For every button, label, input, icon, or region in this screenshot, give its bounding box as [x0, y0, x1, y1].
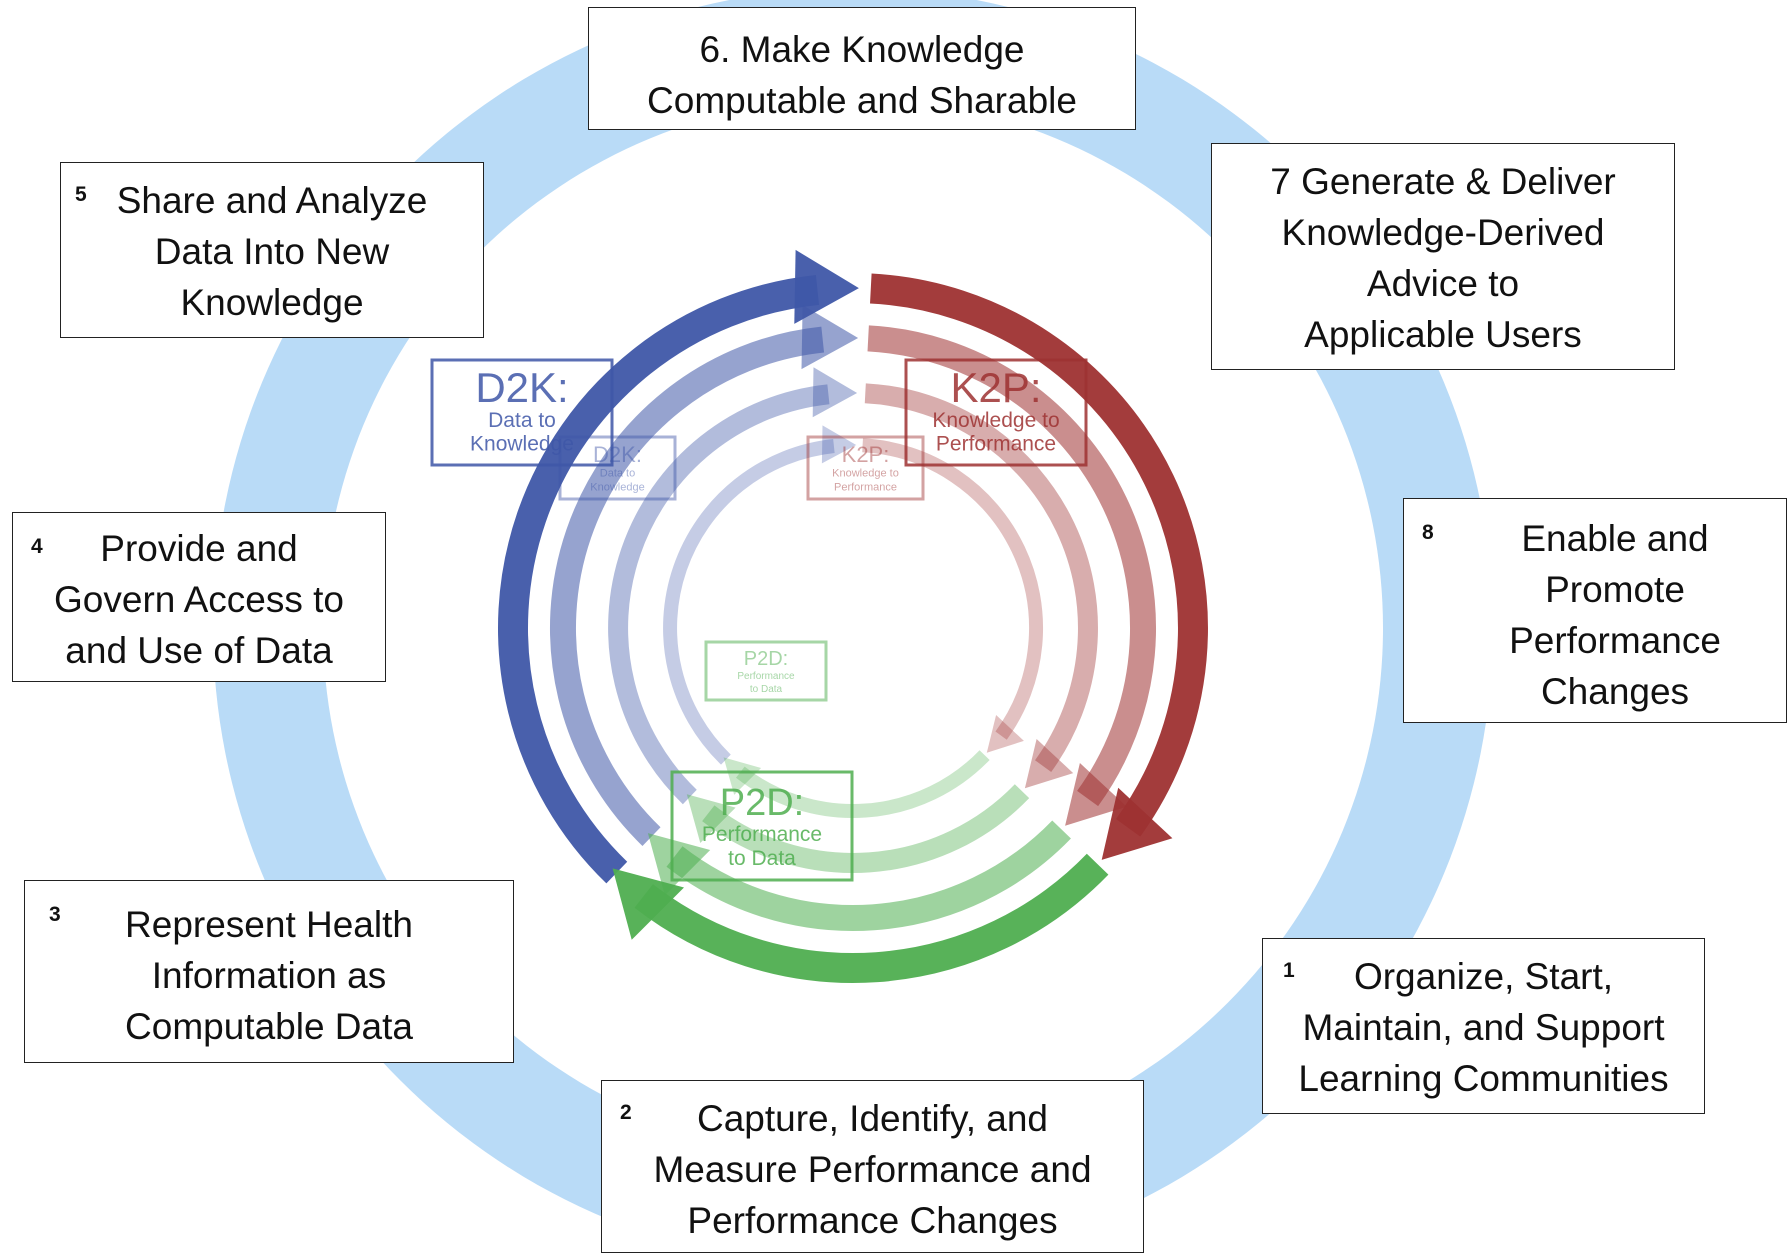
p2d-label-sub2: to Data	[728, 847, 796, 870]
p2d-label-sub1: Performance	[737, 671, 795, 682]
step2-line-3: Performance Changes	[687, 1200, 1058, 1241]
d2k-arrowhead-3	[812, 367, 858, 418]
k2p-label-sub2: Performance	[936, 432, 1056, 455]
step3-line-3: Computable Data	[125, 1006, 413, 1047]
p2d-arc-3	[702, 784, 1030, 873]
k2p-label-sub2: Performance	[834, 481, 897, 493]
p2d-label-sub2: to Data	[750, 684, 783, 695]
step4-line-3: and Use of Data	[65, 630, 333, 671]
step2-line-1: Capture, Identify, and	[696, 1098, 1049, 1139]
step6-line-2: Computable and Sharable	[647, 80, 1077, 121]
d2k-label-title: D2K:	[593, 442, 642, 467]
step8-line-2: Promote	[1545, 569, 1685, 610]
step1-number: 1	[1283, 959, 1295, 982]
p2d-arrowhead-4	[723, 757, 762, 795]
step7-line-4: Applicable Users	[1304, 314, 1582, 355]
step8-line-3: Performance	[1509, 620, 1721, 661]
step2-number: 2	[620, 1101, 632, 1124]
step7-line-3: Advice to	[1366, 263, 1520, 304]
k2p-label-frame	[806, 435, 925, 501]
k2p-arc-3	[864, 383, 1098, 772]
d2k-label-frame	[558, 435, 677, 501]
p2d-label-6: P2D:Performance to Data	[704, 640, 828, 702]
p2d-arrowhead-3	[686, 794, 736, 843]
d2k-arrowhead-2	[801, 305, 859, 370]
step8-number: 8	[1422, 521, 1434, 544]
step4-line-2: Govern Access to	[54, 579, 344, 620]
step3-line-2: Information as	[151, 955, 387, 996]
p2d-arc-2	[666, 820, 1071, 931]
step4-number: 4	[31, 535, 43, 558]
d2k-label-title: D2K:	[475, 364, 568, 411]
k2p-label-title: K2P:	[842, 442, 890, 467]
d2k-arrowhead-1	[794, 249, 859, 324]
d2k-arc-4	[663, 439, 835, 765]
k2p-label-title: K2P:	[950, 364, 1041, 411]
d2k-label-frame	[430, 358, 614, 467]
step2-line-2: Measure Performance and	[653, 1149, 1092, 1190]
k2p-arrowhead-2	[1065, 763, 1127, 826]
step7-line-2: Knowledge-Derived	[1281, 212, 1605, 253]
step1-line-2: Maintain, and Support	[1302, 1007, 1665, 1048]
step6-line-1: 6. Make Knowledge	[699, 29, 1025, 70]
d2k-label-sub2: Knowledge	[470, 432, 574, 455]
p2d-label-frame	[704, 640, 828, 702]
d2k-label-sub1: Data to	[600, 468, 635, 480]
k2p-arrowhead-3	[1024, 739, 1074, 789]
step3-number: 3	[49, 903, 61, 926]
step8-line-4: Changes	[1540, 671, 1690, 712]
k2p-arc-4	[862, 438, 1044, 740]
step7-line-1: 7 Generate & Deliver	[1270, 161, 1616, 202]
d2k-arc-2	[550, 326, 825, 846]
step5-line-2: Data Into New	[154, 231, 390, 272]
k2p-label-sub1: Knowledge to	[832, 468, 899, 480]
cycle-arrows	[498, 249, 1208, 983]
d2k-label-sub2: Knowledge	[590, 481, 644, 493]
p2d-arc-1	[634, 853, 1109, 983]
step8-line-1: Enable and	[1521, 518, 1709, 559]
p2d-arc-4	[735, 750, 990, 818]
p2d-label-frame	[670, 770, 854, 882]
step3-line-1: Represent Health	[125, 904, 413, 945]
step5-line-1: Share and Analyze	[116, 180, 428, 221]
k2p-arc-1	[869, 273, 1208, 837]
inner-disc	[323, 98, 1383, 1158]
k2p-label-sub1: Knowledge to	[932, 409, 1059, 432]
d2k-arrowhead-4	[821, 425, 857, 464]
k2p-label-frame	[904, 358, 1088, 467]
step1-line-1: Organize, Start,	[1353, 956, 1614, 997]
p2d-arrowhead-2	[647, 833, 711, 896]
step1-line-3: Learning Communities	[1298, 1058, 1669, 1099]
p2d-label-title: P2D:	[720, 782, 804, 824]
step4-line-1: Provide and	[100, 528, 298, 569]
step5-line-3: Knowledge	[180, 282, 364, 323]
d2k-arc-3	[608, 384, 830, 805]
d2k-label-sub1: Data to	[488, 409, 556, 432]
p2d-label-sub1: Performance	[702, 823, 822, 846]
d2k-arc-1	[498, 274, 820, 884]
step5-number: 5	[75, 183, 87, 206]
p2d-label-title: P2D:	[744, 648, 788, 670]
k2p-arrowhead-4	[986, 715, 1024, 753]
